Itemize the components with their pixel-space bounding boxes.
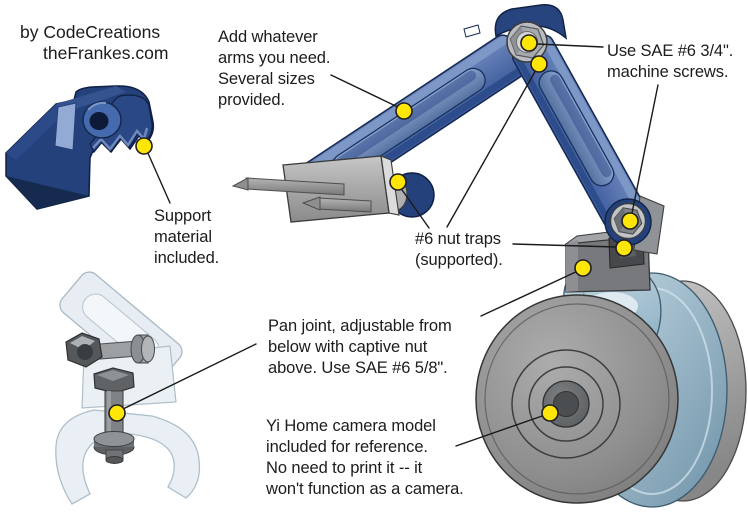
callout-markers [108,34,639,422]
callout-machine-screws: Use SAE #6 3/4". machine screws. [607,42,734,81]
marker-left-elbow [389,173,407,191]
leader-pan-left [120,343,257,411]
callout-camera-model: Yi Home camera model included for refere… [266,417,464,498]
marker-pan-bracket [574,259,592,277]
marker-support [135,137,153,155]
arm-lower-right [511,34,645,229]
support-step-face [54,102,77,151]
callout-support-material: Support material included. [154,207,220,267]
leader-traps-right [512,243,617,248]
marker-arm [395,102,413,120]
leader-screws-top [536,43,604,48]
leader-traps-top [446,67,538,228]
leader-camera [455,414,546,447]
ghost-clamp-arch [55,409,201,505]
marker-top-nut [520,34,538,52]
leader-arms [330,74,405,111]
leader-lines [120,43,659,447]
credit-site: theFrankes.com [43,43,169,63]
callout-arms: Add whatever arms you need. Several size… [218,28,331,109]
marker-top-trap [530,55,548,73]
mount-screw-upper [231,177,345,196]
leader-pan-right [480,269,581,317]
marker-pan-screw [108,404,126,422]
mount-screw-lower [301,196,372,213]
leader-support [146,150,171,204]
callout-nut-traps: #6 nut traps (supported). [415,230,503,269]
marker-camera-lens [541,404,559,422]
marker-lower-nut [621,212,639,230]
leader-screws-bottom [630,84,659,219]
support-material-part-illustration [5,85,155,210]
callout-pan-joint: Pan joint, adjustable from below with ca… [268,317,452,377]
pan-screw-detail-illustration [55,271,201,505]
leader-traps-left [399,186,430,229]
credit-author: by CodeCreations [20,22,161,42]
marker-lower-trap [615,239,633,257]
